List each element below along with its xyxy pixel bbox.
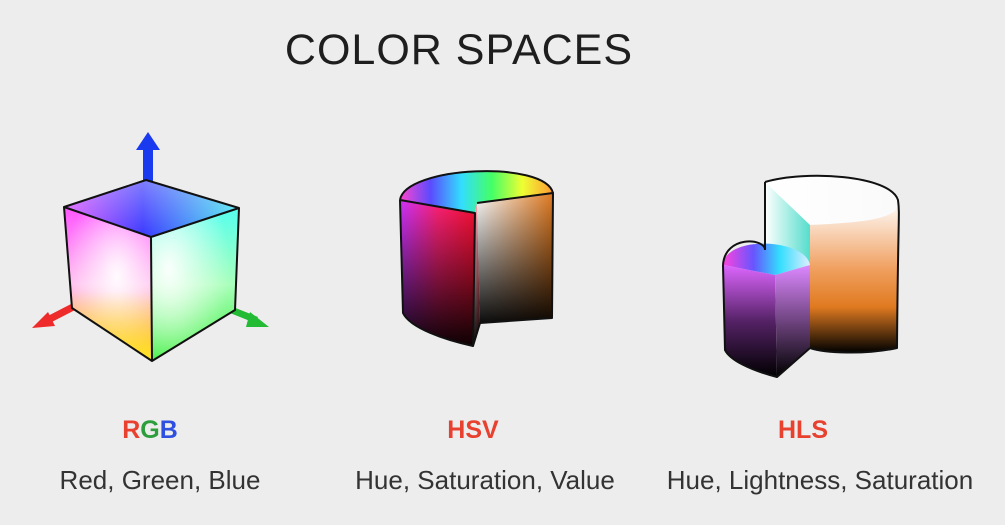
- rgb-label: RGB: [100, 416, 200, 445]
- hls-top-face: [765, 175, 899, 225]
- hsv-description: Hue, Saturation, Value: [355, 465, 615, 495]
- hls-lower-cut-face: [775, 265, 810, 377]
- page-title: COLOR SPACES: [284, 26, 634, 74]
- hls-label: HLS: [778, 416, 828, 444]
- blue-axis-arrow: [136, 132, 160, 187]
- hls-cut-face-right: [810, 200, 899, 353]
- hls-description: Hue, Lightness, Saturation: [666, 465, 974, 495]
- hsv-top-face: [400, 171, 553, 213]
- hls-double-cone-figure: [715, 170, 910, 380]
- rgb-letter-b: B: [159, 416, 178, 444]
- hsv-cylinder-figure: [395, 158, 565, 353]
- rgb-letter-g: G: [140, 416, 160, 444]
- rgb-description: Red, Green, Blue: [59, 465, 261, 495]
- rgb-cube-figure: [18, 125, 278, 370]
- rgb-letter-r: R: [122, 416, 141, 444]
- hls-lower-top-face: [723, 243, 810, 275]
- blue-axis-shaft: [143, 147, 153, 187]
- hls-lower-side-face: [723, 265, 777, 377]
- hls-cut-face-left: [765, 182, 810, 265]
- hsv-label: HSV: [447, 416, 499, 444]
- red-axis-arrow: [32, 303, 77, 328]
